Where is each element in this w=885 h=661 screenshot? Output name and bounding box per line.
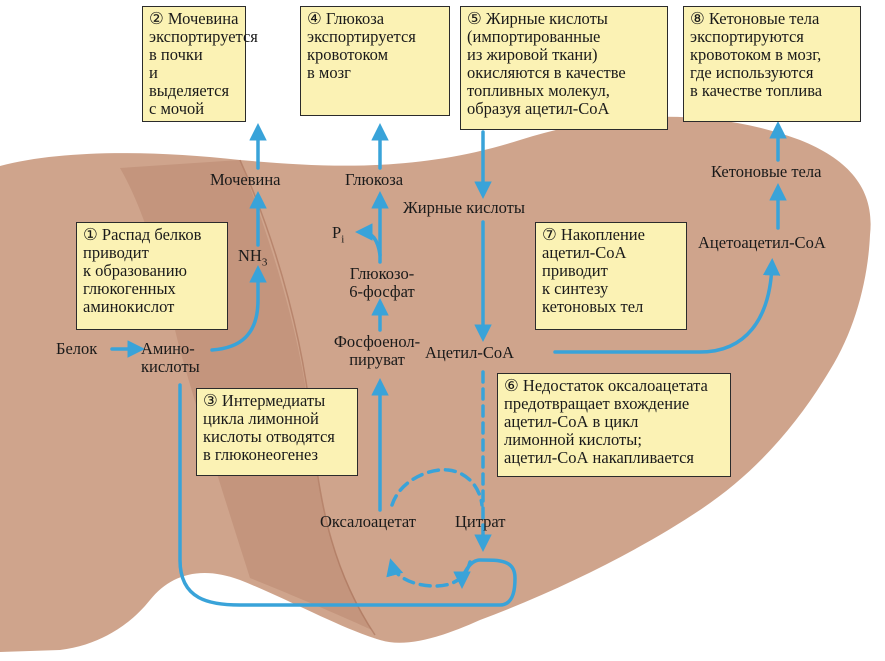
- box-fatty-acids-oxidation: ⑤ Жирные кислоты (импортированные из жир…: [460, 6, 668, 130]
- label-urea: Мочевина: [210, 170, 281, 189]
- box-protein-breakdown: ① Распад белков приводит к образованию г…: [76, 222, 228, 330]
- arrow-aminoacids-nh3: [210, 265, 267, 352]
- box-acetylcoa-accumulation: ⑦ Накопление ацетил-СоА приводит к синте…: [535, 222, 687, 330]
- arrow-aminoacids-to-cycle: [178, 383, 517, 607]
- label-ketone-bodies: Кетоновые тела: [711, 162, 822, 181]
- label-acetoacetyl-coa: Ацетоацетил-СоА: [698, 233, 826, 252]
- label-phosphoenolpyruvate: Фосфоенол- пируват: [333, 332, 421, 369]
- box-glucose-export: ④ Глюкоза экспортируется кровотоком в мо…: [300, 6, 450, 116]
- label-glucose-6-phosphate: Глюкозо- 6-фосфат: [349, 264, 415, 301]
- citric-cycle-upper-dashed: [390, 468, 484, 507]
- label-fatty-acids: Жирные кислоты: [403, 198, 525, 217]
- box-ketone-export: ⑧ Кетоновые тела экспортируются кровоток…: [683, 6, 861, 122]
- label-protein: Белок: [56, 339, 98, 358]
- label-pi: Pi: [332, 223, 345, 246]
- label-citrate: Цитрат: [455, 512, 506, 531]
- label-nh3: NH3: [238, 246, 268, 269]
- box-urea-export: ② Мочевина экспортируется в почки и выде…: [142, 6, 258, 122]
- box-oxaloacetate-deficit: ⑥ Недостаток оксалоацетата предотвращает…: [497, 373, 731, 477]
- label-glucose: Глюкоза: [345, 170, 404, 189]
- arrow-pi-release: [355, 223, 382, 257]
- box-cycle-intermediates: ③ Интермедиаты цикла лимонной кислоты от…: [196, 388, 358, 476]
- citric-cycle-lower-dashed: [386, 558, 472, 588]
- label-acetyl-coa: Ацетил-СоА: [425, 343, 515, 362]
- label-amino-acids: Амино- кислоты: [141, 339, 200, 376]
- arrow-acetylcoa-acetoacetylcoa: [553, 258, 781, 354]
- label-oxaloacetate: Оксалоацетат: [320, 512, 416, 531]
